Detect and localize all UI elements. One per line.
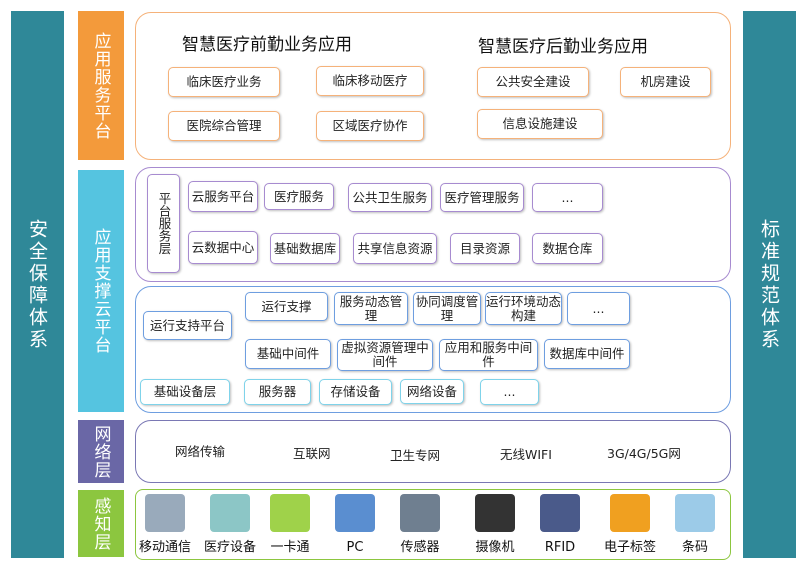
app-item: 临床移动医疗: [316, 66, 424, 96]
electronic-tag-icon: [610, 494, 650, 532]
platform-service-label: 平台服务层: [147, 174, 180, 273]
security-system-bar: 安全保障体系: [11, 11, 64, 558]
network-item: 3G/4G/5G网: [607, 446, 681, 461]
front-title: 智慧医疗前勤业务应用: [182, 35, 352, 55]
device-item: 移动通信: [135, 494, 195, 555]
app-panel: [135, 12, 731, 160]
service-item: 云数据中心: [188, 231, 258, 264]
app-item: 公共安全建设: [477, 67, 589, 97]
device-item: 电子标签: [600, 494, 660, 555]
runtime-item: 运行环境动态构建: [485, 292, 562, 325]
service-item: 公共卫生服务: [348, 183, 432, 212]
medical-equipment-icon: [210, 494, 250, 532]
network-item: 卫生专网: [390, 448, 441, 463]
device-label: 传感器: [400, 540, 440, 555]
device-item: 传感器: [390, 494, 450, 555]
service-item: 目录资源: [450, 233, 520, 264]
runtime-item: 应用和服务中间件: [439, 339, 538, 371]
layer-label-support: 应用支撑云平台: [78, 170, 124, 412]
device-label: 条码: [681, 540, 708, 555]
device-label: 移动通信: [138, 540, 191, 555]
device-item: 一卡通: [260, 494, 320, 555]
device-item: 摄像机: [465, 494, 525, 555]
runtime-label: 运行支持平台: [143, 311, 232, 340]
app-item: 信息设施建设: [477, 109, 603, 139]
service-item: 基础数据库: [270, 233, 340, 264]
device-label: 摄像机: [475, 540, 515, 555]
runtime-item: ...: [567, 292, 630, 325]
rfid-reader-icon: [540, 494, 580, 532]
runtime-item: 数据库中间件: [544, 339, 630, 369]
card-icon: [270, 494, 310, 532]
standards-system-bar: 标准规范体系: [743, 11, 796, 558]
layer-label-app: 应用服务平台: [78, 11, 124, 160]
app-item: 医院综合管理: [168, 111, 280, 141]
device-label: 一卡通: [270, 540, 310, 555]
service-item: ...: [532, 183, 603, 212]
device-label: 电子标签: [603, 540, 656, 555]
app-item: 区域医疗协作: [316, 111, 424, 141]
app-item: 机房建设: [620, 67, 711, 97]
service-item: 共享信息资源: [353, 233, 437, 264]
layer-label-perception: 感知层: [78, 490, 124, 557]
device-label: RFID: [544, 540, 576, 555]
runtime-item: 协同调度管理: [413, 292, 481, 325]
device-item: 条码: [665, 494, 725, 555]
device-item: RFID: [530, 494, 590, 555]
runtime-item: 虚拟资源管理中间件: [337, 339, 433, 371]
mobile-phone-icon: [145, 494, 185, 532]
service-item: 数据仓库: [532, 233, 603, 264]
platform-service-panel: [135, 167, 731, 282]
device-item: PC: [325, 494, 385, 555]
runtime-item: 运行支撑: [245, 292, 328, 321]
device-label: PC: [346, 540, 364, 555]
service-item: 云服务平台: [188, 181, 258, 212]
back-title: 智慧医疗后勤业务应用: [478, 37, 648, 57]
barcode-icon: [675, 494, 715, 532]
infra-item: 网络设备: [400, 379, 464, 404]
device-item: 医疗设备: [200, 494, 260, 555]
network-panel: [135, 420, 731, 483]
network-item: 网络传输: [175, 444, 226, 459]
infra-label: 基础设备层: [140, 379, 230, 405]
camera-icon: [475, 494, 515, 532]
device-label: 医疗设备: [203, 540, 256, 555]
network-item: 互联网: [293, 446, 331, 461]
perception-panel: [135, 489, 731, 560]
service-item: 医疗管理服务: [440, 183, 524, 212]
layer-label-network: 网络层: [78, 420, 124, 483]
pc-icon: [335, 494, 375, 532]
infra-item: 服务器: [244, 379, 311, 405]
app-item: 临床医疗业务: [168, 67, 280, 97]
sensor-icon: [400, 494, 440, 532]
runtime-panel: [135, 286, 731, 413]
runtime-item: 服务动态管理: [334, 292, 408, 325]
service-item: 医疗服务: [264, 183, 334, 210]
network-item: 无线WIFI: [500, 447, 552, 462]
infra-item: ...: [480, 379, 539, 405]
infra-item: 存储设备: [319, 379, 392, 405]
runtime-item: 基础中间件: [245, 339, 331, 369]
